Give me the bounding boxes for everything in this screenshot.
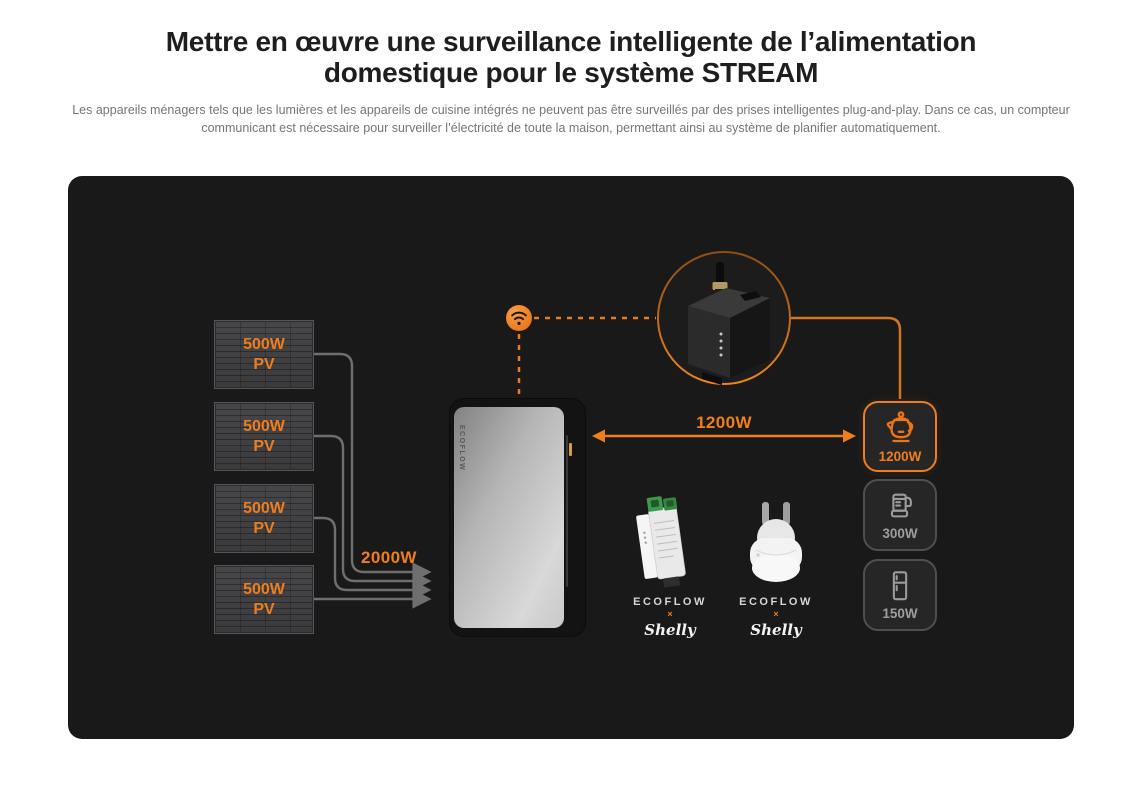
solar-panel-2: 500W PV [214,402,314,472]
power-station: ECOFLOW [450,399,585,637]
appliance-label: 1200W [878,448,922,464]
solar-panel-type: PV [253,437,275,455]
solar-panel-watt: 500W [243,581,285,599]
solar-panel-type: PV [253,519,275,537]
appliance-kettle: 1200W [863,401,937,473]
appliance-blender: 300W [863,479,937,552]
solar-panel-label: 500W PV [215,403,313,470]
fridge-icon [892,571,908,601]
pv-wire-1 [314,353,432,582]
appliance-label: 150W [882,606,918,622]
pv-total-label: 2000W [361,548,417,568]
wifi-dashed-links [517,316,656,397]
page-subtitle: Les appareils ménagers tels que les lumi… [72,102,1070,136]
shelly-logo: Shelly [644,621,696,640]
pv-wire-3 [314,517,432,600]
shelly-logo: Shelly [750,621,802,640]
blender-icon [890,493,912,518]
solar-panel-1: 500W PV [214,320,314,390]
solar-panel-label: 500W PV [215,321,313,388]
solar-panel-type: PV [253,355,275,373]
solar-panel-3: 500W PV [214,484,314,554]
ecoflow-logo: ECOFLOW [739,596,813,609]
solar-panel-type: PV [253,600,275,618]
pv-wires [314,353,432,609]
solar-panel-label: 500W PV [215,485,313,552]
appliance-label: 300W [882,526,918,542]
din-rail-meter-product [636,496,686,588]
ac-flow-arrow [592,429,856,443]
solar-panel-watt: 500W [243,500,285,518]
wifi-icon [506,305,532,332]
page-title: Mettre en œuvre une surveillance intelli… [165,26,977,89]
ac-flow-label: 1200W [696,413,752,433]
power-station-seam [566,435,568,588]
diagram-panel: 500W PV 500W PV 500W PV 500W PV 2000W 12… [68,176,1074,740]
cobrand-logo-meter: ECOFLOW × Shelly [620,596,720,639]
cobrand-logo-plug: ECOFLOW × Shelly [726,596,826,639]
pv-wire-2 [314,435,432,591]
solar-panel-label: 500W PV [215,566,313,633]
ecoflow-logo: ECOFLOW [633,596,707,609]
solar-panel-watt: 500W [243,336,285,354]
appliance-fridge: 150W [863,559,937,632]
meter-to-appliance-link [790,316,902,400]
header: Mettre en œuvre une surveillance intelli… [0,26,1142,138]
smart-plug-product [750,502,802,583]
power-station-accent [569,443,572,457]
power-station-front-panel [454,407,564,629]
solar-panel-watt: 500W [243,418,285,436]
power-station-brand: ECOFLOW [458,425,465,472]
connector-lines [314,251,902,609]
smart-meter-device [688,262,770,386]
cross-icon: × [773,609,779,620]
cross-icon: × [667,609,673,620]
kettle-icon [886,410,914,442]
solar-panel-4: 500W PV [214,565,314,635]
